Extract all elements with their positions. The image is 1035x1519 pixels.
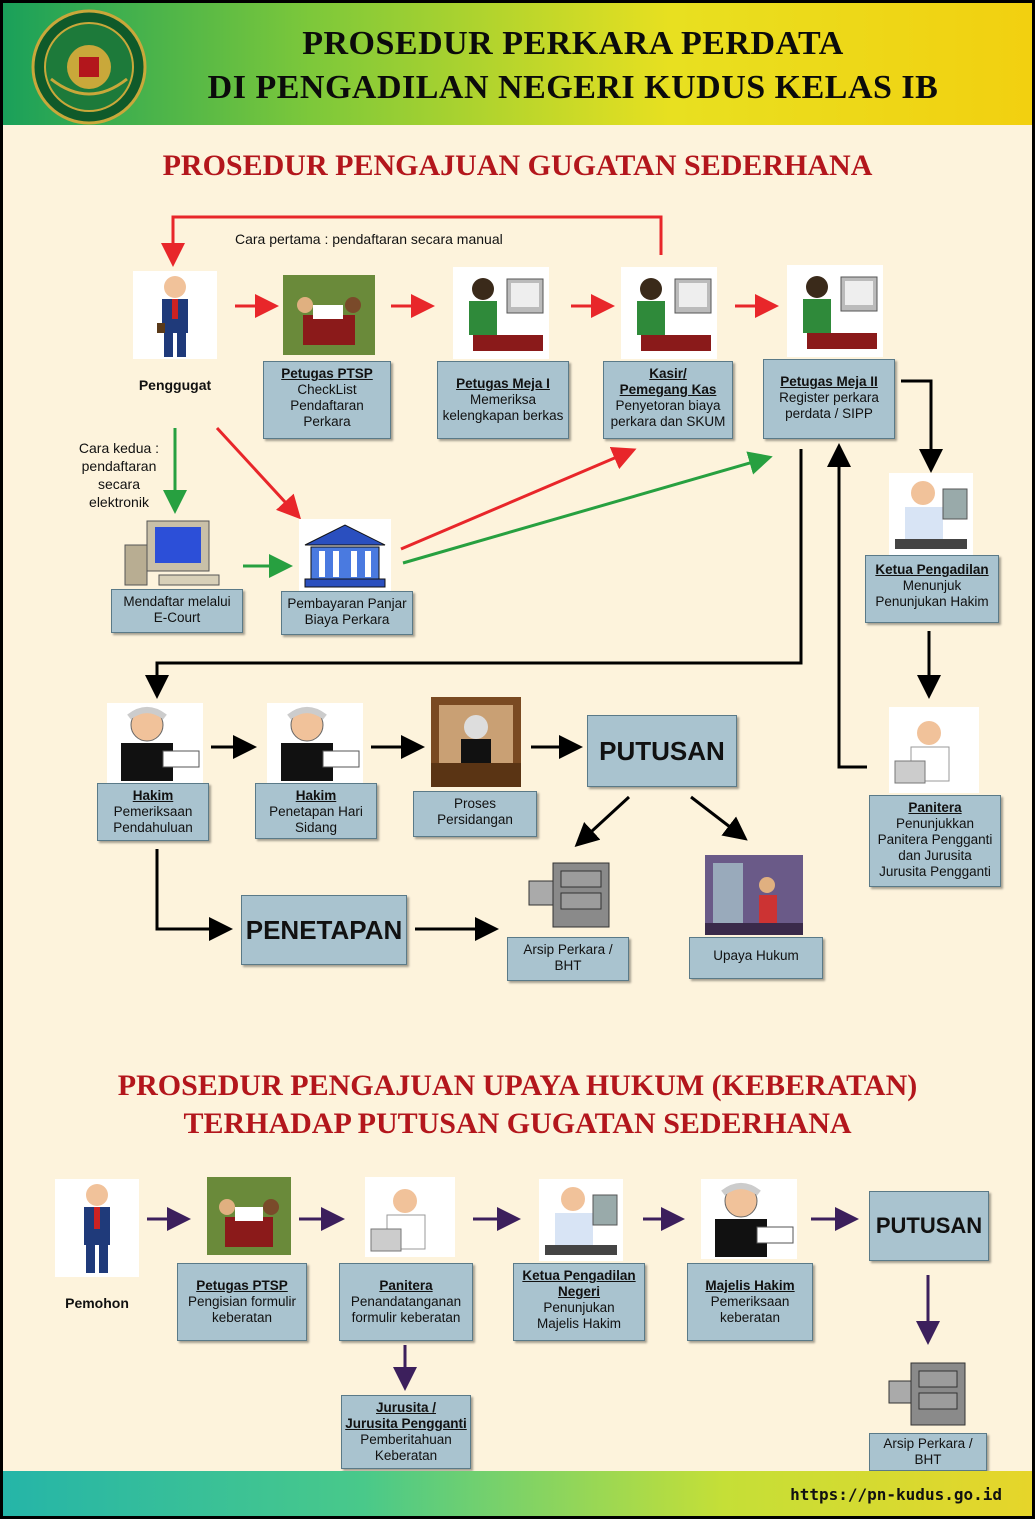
arrow-putusan-arsip [574,795,631,848]
arrow-hakim1-penetapan [155,849,233,941]
desk-officer-1-icon [453,267,549,359]
desk-officer-2-icon [787,265,883,357]
ptsp-officer-icon-2 [207,1177,291,1255]
bank-building-icon [299,519,391,591]
archive-cabinet-icon [523,857,613,937]
section2-title-line1: PROSEDUR PENGAJUAN UPAYA HUKUM (KEBERATA… [117,1069,918,1102]
plaintiff-label: Penggugat [138,377,212,393]
box2-arsip: Arsip Perkara /BHT [869,1433,987,1471]
judge-reading-icon-2 [267,703,363,783]
ptsp-officer-icon [283,275,375,355]
footer-banner: https://pn-kudus.go.id [3,1471,1032,1516]
box-putusan: PUTUSAN [587,715,737,787]
box2-putusan: PUTUSAN [869,1191,989,1261]
section1-title: PROSEDUR PENGAJUAN GUGATAN SEDERHANA [162,149,873,182]
section2-title-line2: TERHADAP PUTUSAN GUGATAN SEDERHANA [183,1107,852,1140]
arrow-penggugat-panjar [215,426,302,520]
main-title-line2: DI PENGADILAN NEGERI KUDUS KELAS IB [207,69,939,106]
box-arsip: Arsip Perkara /BHT [507,937,629,981]
plaintiff-person-icon [133,271,217,359]
arrow-meja2-hakim [145,449,803,699]
box-penetapan: PENETAPAN [241,895,407,965]
arrow-meja2-ketua [901,379,943,473]
arrow-panjar-meja2 [402,451,773,565]
box-upaya-hukum: Upaya Hukum [689,937,823,979]
petitioner-person-icon [55,1179,139,1277]
computer-icon [119,517,239,591]
main-title-line1: PROSEDUR PERKARA PERDATA [302,25,844,62]
legal-action-scene-icon [705,855,803,935]
header-banner: PROSEDUR PERKARA PERDATA DI PENGADILAN N… [3,3,1032,125]
archive-cabinet-icon-2 [885,1357,969,1433]
arrow-panjar-kasir [400,447,637,551]
flow-arrows [145,215,943,1391]
clerk-icon [889,707,979,793]
chief-judge-icon-2 [539,1179,623,1261]
arrow-panitera-meja2 [827,443,867,769]
cashier-officer-icon [621,267,717,359]
chief-judge-icon [889,473,973,555]
court-logo-icon [31,9,147,125]
note-manual: Cara pertama : pendaftaran secara manual [235,231,503,247]
arrow-putusan-upaya [690,795,748,841]
arrow-manual-loop [161,215,663,267]
clerk-icon-2 [365,1177,455,1257]
judge-reading-icon-3 [701,1179,797,1259]
judge-reading-icon-1 [107,703,203,783]
petitioner-label: Pemohon [65,1295,129,1311]
website-link[interactable]: https://pn-kudus.go.id [790,1485,1002,1504]
courtroom-judge-icon [431,697,521,787]
